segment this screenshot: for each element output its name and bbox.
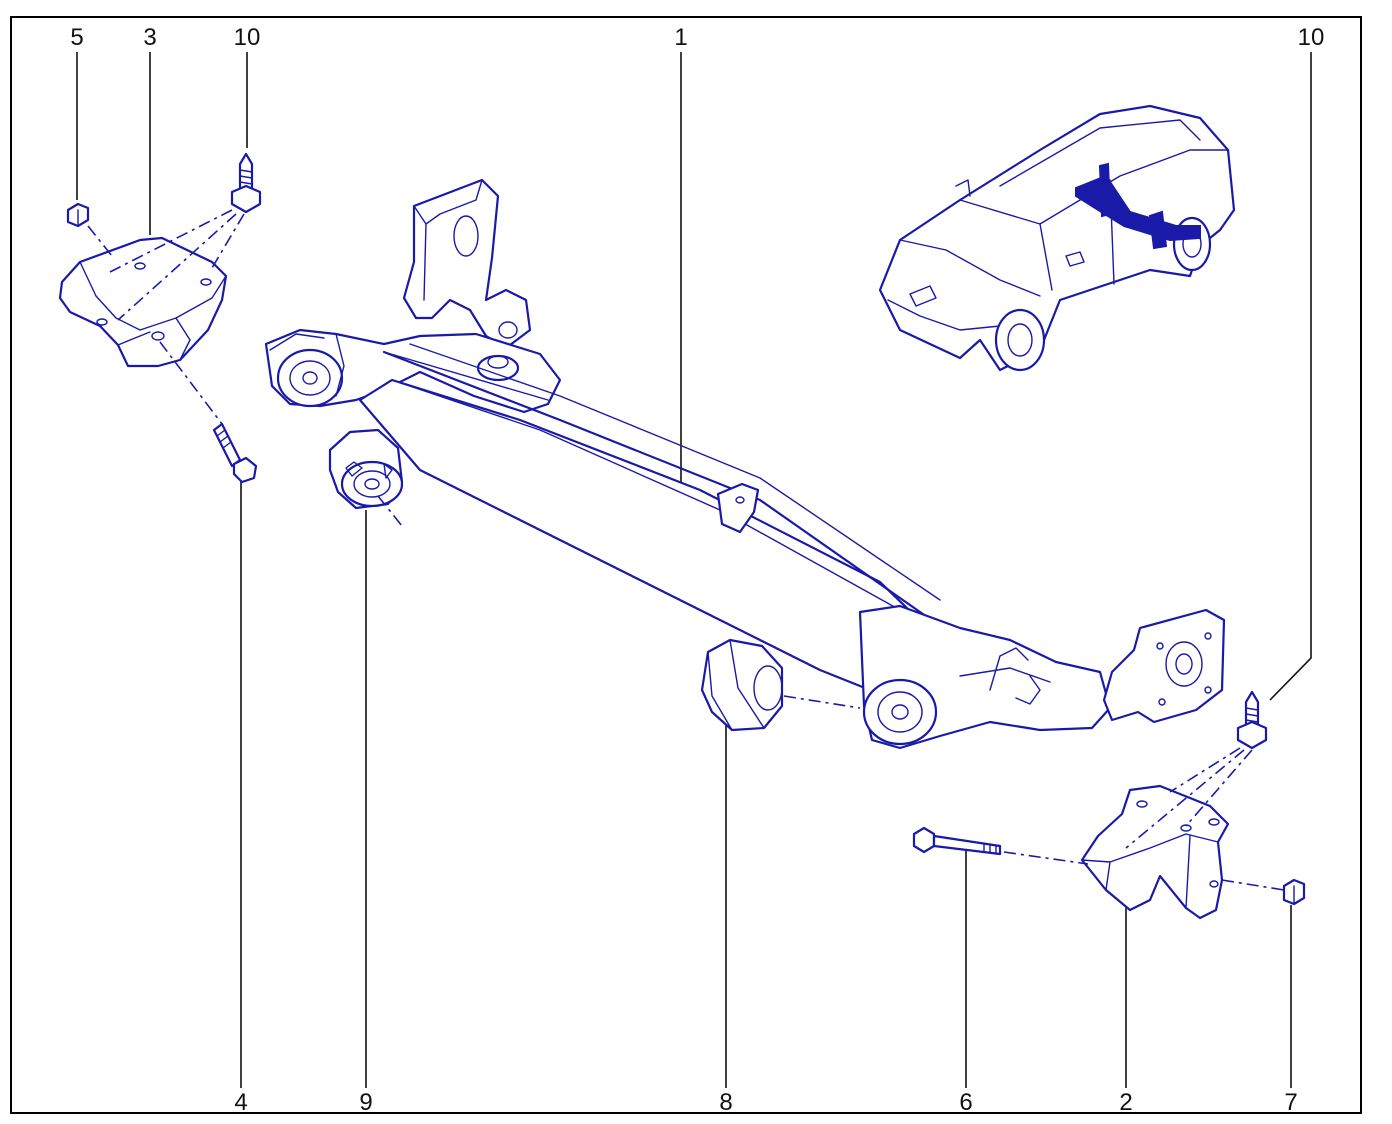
callout-10-left: 10 — [234, 24, 261, 51]
right-mounting-bracket — [1080, 784, 1230, 920]
axis-4 — [159, 341, 223, 425]
axis-9 — [377, 495, 403, 527]
callout-7: 7 — [1284, 1089, 1297, 1116]
axis-8 — [783, 695, 861, 709]
callout-8: 8 — [719, 1089, 732, 1116]
axis-6 — [1003, 851, 1089, 865]
callout-2: 2 — [1119, 1089, 1132, 1116]
nut-7 — [1282, 878, 1306, 906]
leader-lines — [76, 52, 1312, 1088]
callout-3: 3 — [143, 24, 156, 51]
callout-10-right: 10 — [1298, 24, 1325, 51]
bolt-4 — [212, 422, 258, 484]
nut-5 — [66, 202, 90, 228]
left-mounting-bracket — [58, 236, 228, 368]
bolt-10-right — [1236, 690, 1268, 750]
axis-5 — [87, 225, 113, 257]
bushing-8 — [700, 638, 784, 732]
vehicle-locator-car-illustration — [878, 104, 1236, 372]
rear-axle-beam — [264, 178, 1226, 750]
axis-7 — [1221, 879, 1285, 891]
axis-10-left — [109, 209, 245, 321]
callout-6: 6 — [959, 1089, 972, 1116]
callout-1: 1 — [674, 24, 687, 51]
axis-10-right — [1125, 747, 1253, 849]
bolt-10-left — [230, 152, 262, 214]
callout-9: 9 — [359, 1089, 372, 1116]
callout-4: 4 — [234, 1089, 247, 1116]
bolt-6 — [912, 826, 1002, 856]
callout-5: 5 — [70, 24, 83, 51]
bushing-9 — [328, 428, 404, 510]
